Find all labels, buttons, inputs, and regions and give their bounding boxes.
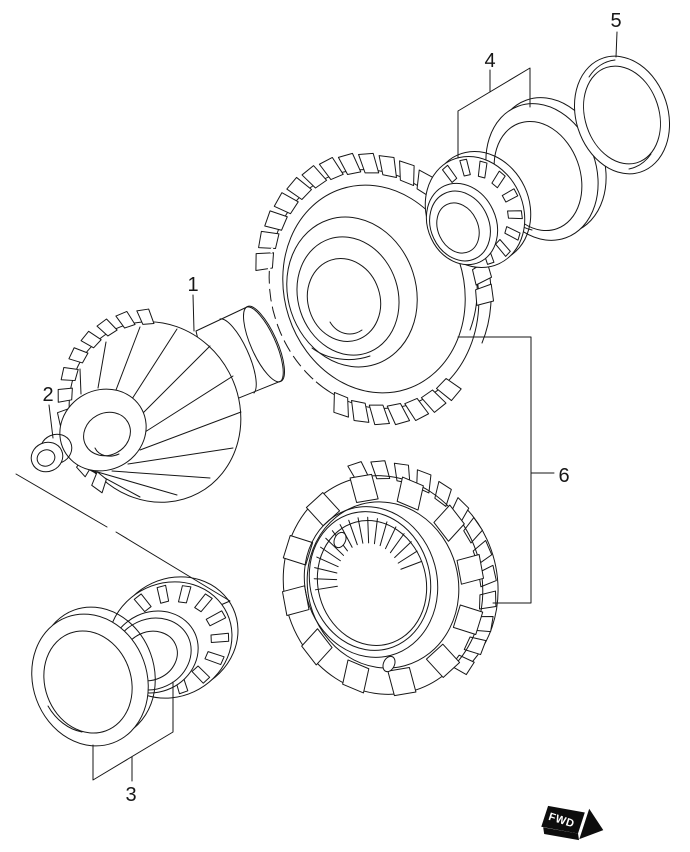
bearing4-bore (429, 196, 487, 260)
part-2-spacer-bushing (26, 429, 76, 477)
part-1-drive-pinion-shaft (45, 291, 293, 532)
pinion-bore (76, 404, 138, 464)
fwd-marker-body (541, 805, 585, 834)
dog-gear-rim-and-teeth (281, 459, 499, 697)
race3-outer (14, 598, 167, 763)
fwd-arrowhead (579, 808, 604, 840)
dog-gear-chamfer-ring (288, 492, 455, 673)
fwd-marker: FWD (541, 805, 604, 841)
callout-4: 4 (484, 50, 495, 72)
part-3-bearing-set (14, 557, 258, 763)
part-4-bearing-set (407, 82, 624, 284)
gear-bore-arc (330, 322, 362, 334)
fwd-marker-underside (543, 827, 580, 841)
callout-3: 3 (125, 784, 136, 806)
callout-2: 2 (42, 384, 53, 406)
snap-ring-inner (571, 56, 672, 174)
callout-6: 6 (558, 465, 569, 487)
callout-3-bracket (93, 682, 173, 781)
shaft-band (220, 319, 256, 393)
race3-inner-arc (48, 706, 82, 732)
dog-gear-bore (294, 498, 446, 664)
pinion-hub-face (45, 374, 160, 486)
dog-gear-face-hole-2 (381, 654, 398, 673)
callout-1-leader (193, 295, 194, 331)
shaft-end-cap (235, 301, 292, 386)
bushing-bore (35, 447, 58, 469)
part-6-dog-ring-gear (281, 459, 521, 697)
part-5-snap-ring (560, 44, 685, 187)
snap-ring-outer (560, 44, 685, 187)
dog-gear-bore-inner-edge (304, 508, 441, 658)
callout-1: 1 (187, 274, 198, 296)
gear-hidden-edge-dashes (269, 249, 315, 381)
gear-boss-inner (282, 223, 414, 368)
gear-boss (268, 200, 437, 384)
snap-ring-detail-bottom (629, 154, 651, 169)
callout-5: 5 (610, 10, 621, 32)
pinion-bore-arc (95, 448, 119, 456)
gear-bore (297, 249, 391, 351)
bearing4-cone-rib (419, 181, 502, 271)
callout-5-leader (616, 32, 617, 57)
race3-opening (30, 618, 146, 745)
dog-gear-face-hole-1 (332, 530, 349, 549)
diagram-linework (14, 32, 685, 781)
callout-4-bracket (458, 68, 530, 158)
gear-face-scallop (312, 348, 370, 360)
callout-6-bracket (458, 337, 554, 603)
snap-ring-detail-top (589, 60, 615, 77)
callout-2-leader (49, 405, 53, 438)
